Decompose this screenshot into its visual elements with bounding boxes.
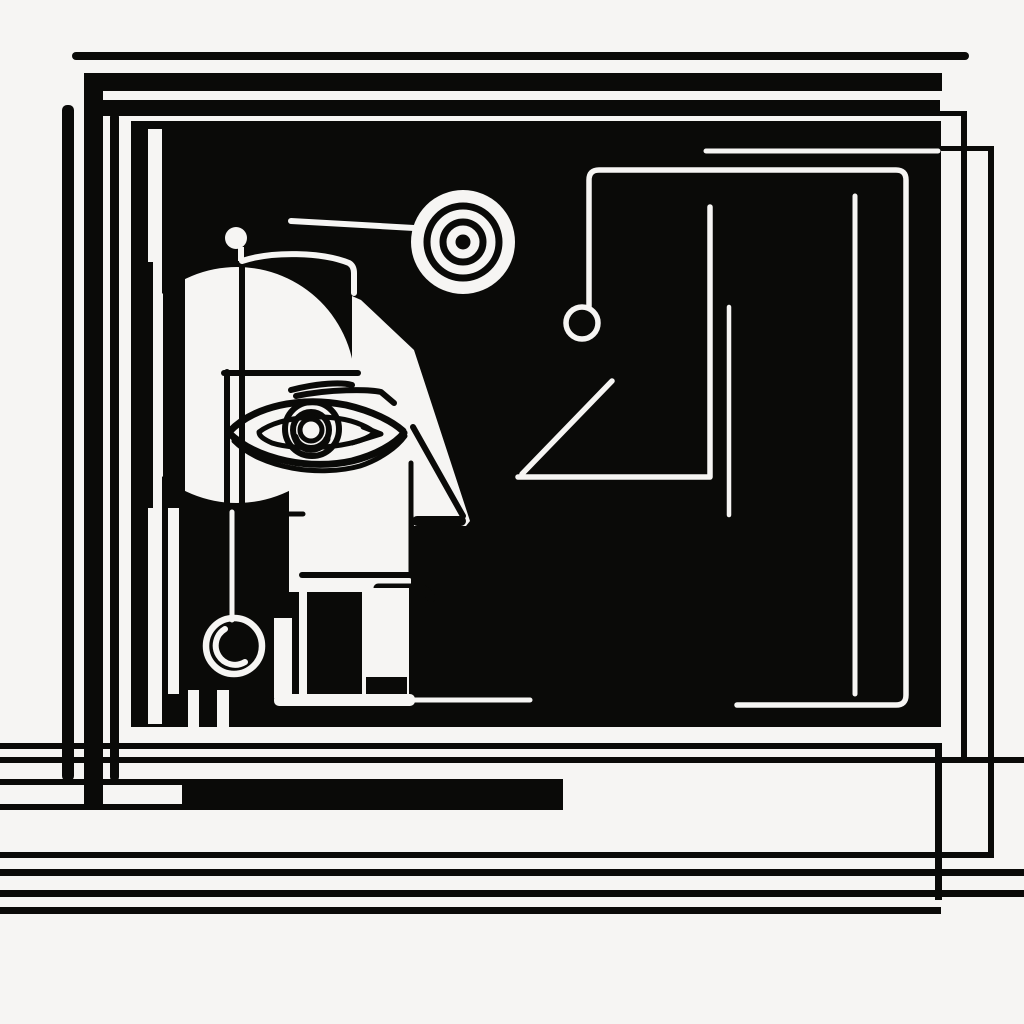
eyelid-bottom — [225, 429, 408, 468]
base-rule-6 — [0, 869, 1024, 876]
eyelid-bottom-2 — [231, 433, 408, 474]
base-rule-1 — [0, 743, 941, 749]
left-line-outer — [62, 105, 74, 781]
eyelid-top — [225, 398, 407, 436]
panel-stripe-lower — [168, 508, 179, 694]
base-rule-5 — [0, 852, 994, 858]
under-stripe-1 — [188, 690, 199, 727]
under-stripe-2 — [217, 690, 229, 727]
pupil — [297, 416, 325, 444]
white-frame — [586, 167, 909, 708]
nose-inner-line — [410, 424, 466, 519]
target-ring-inner — [439, 218, 487, 266]
eye-corner-chevron — [349, 424, 384, 446]
dot-stub — [238, 247, 244, 261]
base-strip — [274, 694, 415, 706]
pendulum-ring — [202, 614, 266, 678]
base-thick-bar — [182, 779, 563, 810]
target-beam — [288, 218, 417, 231]
crown-arc — [239, 251, 357, 296]
base-rule-8 — [0, 907, 941, 914]
side-strip — [274, 618, 292, 698]
pendulum-crescent — [212, 626, 248, 668]
zigzag-line — [515, 204, 713, 480]
right-line-3 — [935, 743, 942, 900]
circle-bar-1 — [131, 262, 153, 508]
eyebrow-stroke-1 — [288, 380, 355, 393]
iris-crescent — [291, 433, 331, 453]
top-band-inner — [103, 100, 940, 116]
circle-bar-2 — [163, 262, 185, 508]
base-rule-4 — [0, 804, 182, 810]
neck-strip — [299, 588, 307, 698]
target-core — [455, 234, 471, 250]
left-bar-thick — [84, 73, 103, 806]
mouth-stroke — [373, 583, 436, 603]
eyebrow-stroke-2 — [293, 387, 397, 406]
left-line-mid — [110, 113, 119, 781]
base-rule-2 — [0, 757, 1024, 763]
top-band-outer — [84, 73, 942, 91]
right-line-1 — [961, 111, 967, 763]
right-stub-lower — [940, 146, 993, 151]
target-ring-outer — [423, 202, 503, 282]
pendulum-dot — [225, 227, 247, 249]
base-rule-7 — [0, 890, 1024, 897]
top-rule — [72, 52, 969, 60]
node-circle — [563, 304, 601, 342]
iris-outer — [282, 399, 342, 459]
right-line-2 — [988, 146, 994, 858]
right-stub-upper — [938, 111, 967, 116]
